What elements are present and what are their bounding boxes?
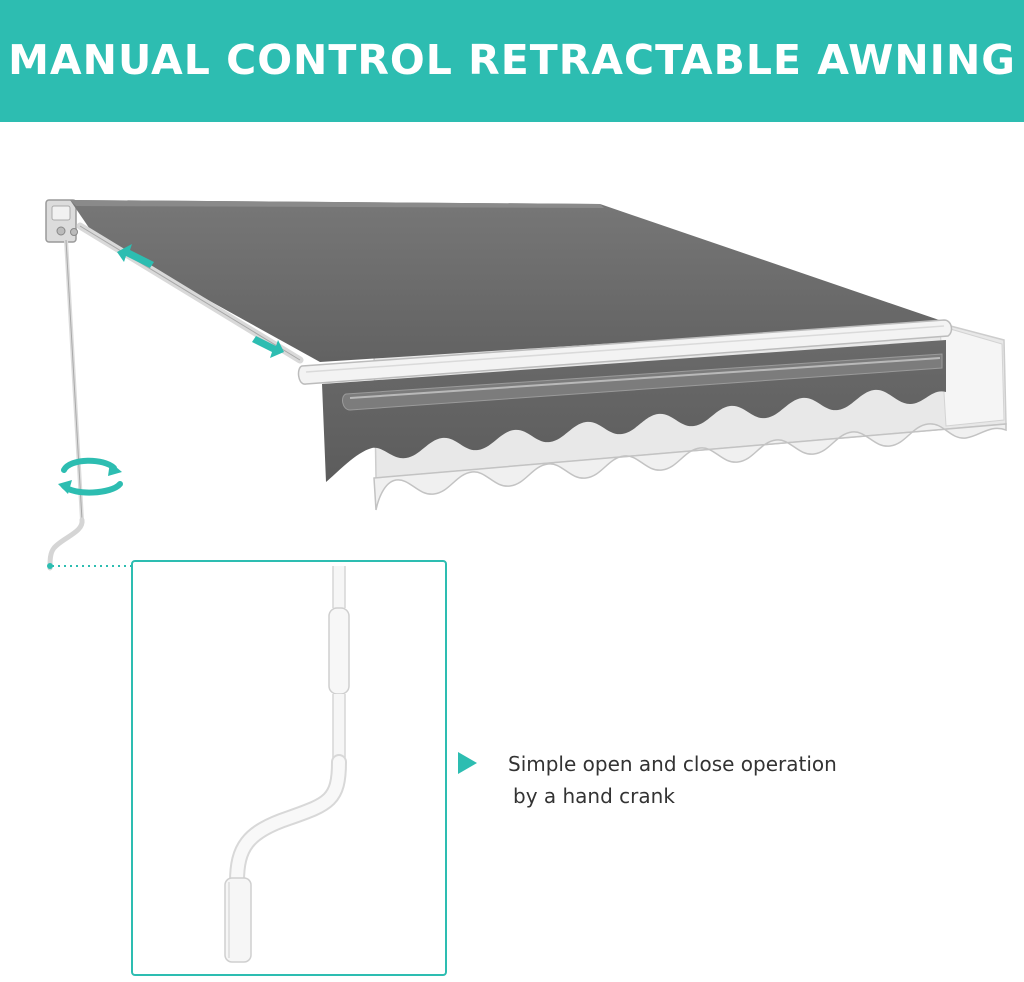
- awning-canopy: [70, 200, 945, 362]
- feature-description: Simple open and close operation by a han…: [508, 748, 898, 812]
- feature-line-1: Simple open and close operation: [508, 752, 837, 776]
- front-bar: [297, 319, 953, 385]
- crank-detail-panel: [131, 560, 447, 976]
- wall-bracket: [45, 199, 78, 243]
- hand-crank-closeup: [224, 566, 350, 963]
- arrow-icon: [117, 244, 154, 268]
- feature-line-2: by a hand crank: [513, 784, 675, 808]
- page-title: MANUAL CONTROL RETRACTABLE AWNING: [8, 36, 1016, 84]
- title-banner: MANUAL CONTROL RETRACTABLE AWNING: [0, 0, 1024, 122]
- crank-handle-small: [47, 517, 85, 571]
- arrow-icon: [252, 336, 284, 358]
- triangle-right-icon: [458, 752, 477, 774]
